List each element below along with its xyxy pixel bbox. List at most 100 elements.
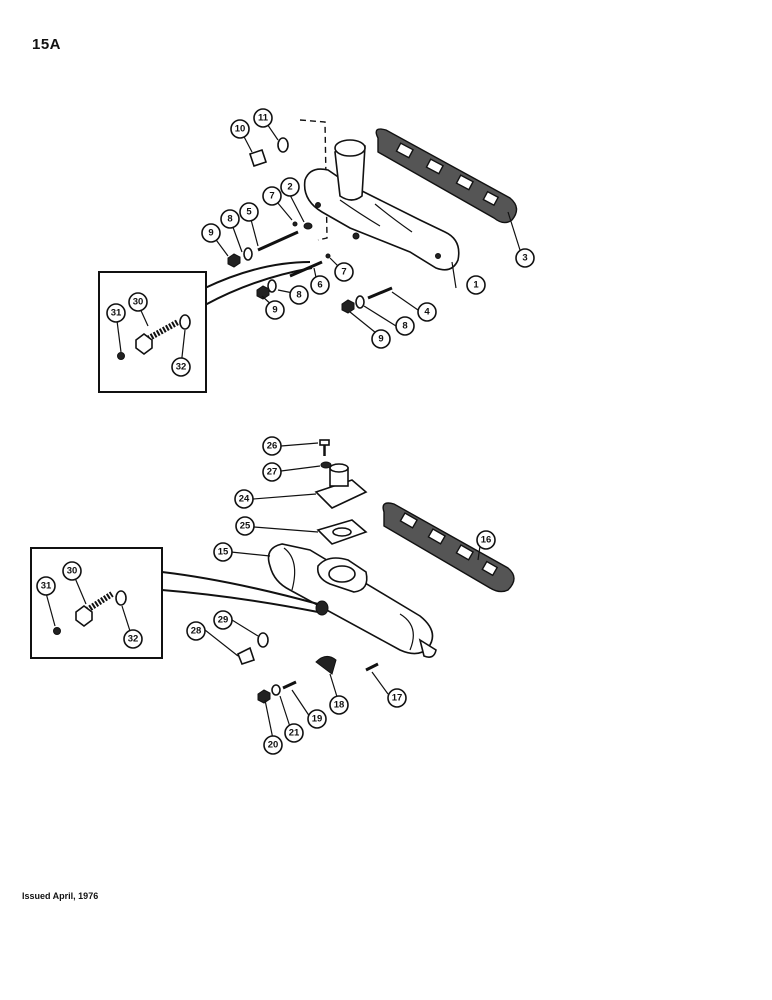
callout-30-top: 30 (128, 292, 148, 312)
stud-5 (257, 230, 299, 252)
bottom-assembly: 15 16 17 18 19 20 21 24 25 26 27 28 29 3… (30, 436, 515, 755)
nut-9-right (341, 299, 355, 314)
svg-text:19: 19 (312, 714, 323, 725)
callout-7-top: 7 (262, 186, 282, 206)
plug-washer-top (277, 137, 289, 153)
callout-11: 11 (253, 108, 273, 128)
svg-text:3: 3 (522, 253, 527, 264)
svg-text:2: 2 (287, 182, 292, 193)
callout-26: 26 (262, 436, 282, 456)
svg-text:7: 7 (341, 267, 346, 278)
callout-31-top: 31 (106, 303, 126, 323)
inset-connector-top (204, 261, 311, 289)
callout-24: 24 (234, 489, 254, 509)
callout-20: 20 (263, 735, 283, 755)
callout-3: 3 (515, 248, 535, 268)
svg-text:29: 29 (218, 615, 229, 626)
washer-29 (257, 632, 269, 648)
top-assembly: 1 2 3 4 5 6 7 7 8 8 8 9 9 9 10 11 30 31 … (98, 108, 535, 393)
callout-4: 4 (417, 302, 437, 322)
callout-32-top: 32 (171, 357, 191, 377)
issued-date-footer: Issued April, 1976 (22, 891, 99, 901)
plug-top (248, 148, 268, 168)
inset-connector-bottom (161, 571, 319, 605)
svg-text:25: 25 (240, 521, 251, 532)
inset-box-top (98, 271, 207, 393)
callout-30-bottom: 30 (62, 561, 82, 581)
callout-27: 27 (262, 462, 282, 482)
callout-9-right: 9 (371, 329, 391, 349)
svg-text:20: 20 (268, 740, 279, 751)
callout-32-bottom: 32 (123, 629, 143, 649)
gasket-25 (316, 519, 368, 545)
nut-20 (257, 689, 271, 704)
callout-15: 15 (213, 542, 233, 562)
shield-18 (315, 656, 337, 675)
callout-16: 16 (476, 530, 496, 550)
stud-19 (282, 680, 297, 690)
callout-31-bottom: 31 (36, 576, 56, 596)
svg-text:10: 10 (235, 124, 246, 135)
svg-text:21: 21 (289, 728, 300, 739)
manifold-gasket-top (375, 128, 518, 224)
callout-28: 28 (186, 621, 206, 641)
callout-17: 17 (387, 688, 407, 708)
nut-9-mid (256, 285, 270, 300)
svg-text:26: 26 (267, 441, 278, 452)
svg-text:28: 28 (191, 626, 202, 637)
svg-text:16: 16 (481, 535, 492, 546)
stud-17 (365, 662, 379, 672)
callout-8-top: 8 (220, 209, 240, 229)
svg-text:30: 30 (133, 297, 144, 308)
svg-text:31: 31 (111, 308, 122, 319)
svg-text:18: 18 (334, 700, 345, 711)
temperature-sender-top (117, 314, 191, 360)
nut-9-top (227, 253, 241, 268)
svg-text:24: 24 (239, 494, 250, 505)
callout-8-mid: 8 (289, 285, 309, 305)
callout-1: 1 (466, 275, 486, 295)
svg-text:9: 9 (378, 334, 383, 345)
manifold-gasket-bottom (382, 502, 515, 593)
washer-8-top (243, 247, 253, 261)
callout-25: 25 (235, 516, 255, 536)
callout-29: 29 (213, 610, 233, 630)
exhaust-manifold-bottom (267, 543, 437, 658)
svg-text:27: 27 (267, 467, 278, 478)
page-number: 15A (32, 36, 62, 53)
svg-text:17: 17 (392, 693, 403, 704)
callout-10: 10 (230, 119, 250, 139)
svg-text:30: 30 (67, 566, 78, 577)
svg-text:4: 4 (424, 307, 430, 318)
svg-text:7: 7 (269, 191, 274, 202)
callout-6-top: 6 (310, 275, 330, 295)
plug-28 (236, 646, 256, 665)
temperature-sender-bottom (53, 590, 127, 635)
dowel-7-top (292, 221, 298, 227)
svg-text:9: 9 (208, 228, 213, 239)
svg-text:32: 32 (128, 634, 139, 645)
callout-9-mid: 9 (265, 300, 285, 320)
svg-text:5: 5 (246, 207, 252, 218)
washer-21 (271, 684, 281, 696)
svg-text:15: 15 (218, 547, 229, 558)
stud-4 (367, 286, 393, 300)
svg-text:8: 8 (296, 290, 301, 301)
callout-19: 19 (307, 709, 327, 729)
callout-7-mid: 7 (334, 262, 354, 282)
washer-8-mid (267, 279, 277, 293)
callout-5: 5 (239, 202, 259, 222)
svg-text:6: 6 (317, 280, 322, 291)
bolt-26 (319, 439, 330, 456)
svg-text:32: 32 (176, 362, 187, 373)
svg-text:11: 11 (258, 113, 269, 124)
washer-8-right (355, 295, 365, 309)
svg-text:31: 31 (41, 581, 52, 592)
dowel-7-mid (325, 253, 331, 259)
callout-2: 2 (280, 177, 300, 197)
lockwasher-27 (320, 461, 332, 469)
callout-18: 18 (329, 695, 349, 715)
exhaust-manifold-top (303, 139, 460, 271)
water-outlet-24 (314, 463, 368, 509)
